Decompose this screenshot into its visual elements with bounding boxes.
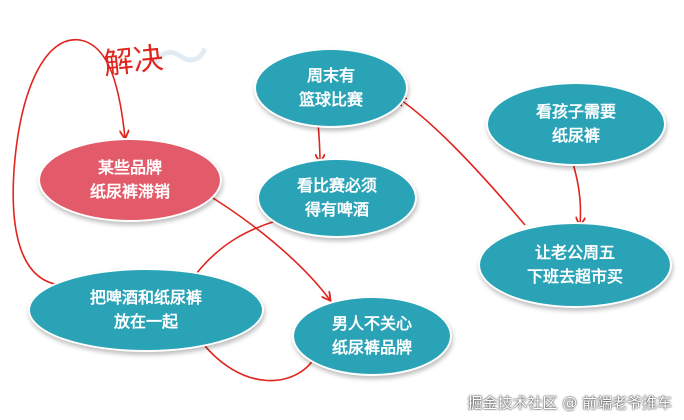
node-diaper-slow-line2: 纸尿裤滞销 bbox=[89, 182, 170, 201]
node-men-indifferent: 男人不关心 纸尿裤品牌 bbox=[292, 296, 452, 376]
node-watch-beer: 看比赛必须 得有啤酒 bbox=[257, 158, 417, 238]
node-weekend-game: 周末有 篮球比赛 bbox=[254, 48, 408, 128]
node-kids-diapers-line2: 纸尿裤 bbox=[551, 126, 600, 145]
arrow-husband-to-weekend bbox=[398, 98, 526, 226]
node-weekend-game-line1: 周末有 bbox=[306, 66, 355, 85]
node-kids-diapers: 看孩子需要 纸尿裤 bbox=[486, 82, 666, 166]
node-diaper-slow: 某些品牌 纸尿裤滞销 bbox=[38, 138, 222, 222]
arrow-diaper-to-men bbox=[199, 189, 330, 300]
node-diaper-slow-line1: 某些品牌 bbox=[97, 158, 162, 177]
node-watch-beer-line1: 看比赛必须 bbox=[296, 176, 377, 195]
node-kids-diapers-line1: 看孩子需要 bbox=[535, 102, 616, 121]
node-watch-beer-line2: 得有啤酒 bbox=[304, 200, 369, 219]
arrow-men-to-together bbox=[198, 337, 319, 382]
arrow-weekend-to-beer bbox=[318, 121, 320, 162]
node-put-together-line1: 把啤酒和纸尿裤 bbox=[89, 288, 202, 307]
node-weekend-game-line2: 篮球比赛 bbox=[298, 90, 363, 109]
arrow-together-to-diaper bbox=[12, 39, 125, 286]
footer-watermark: 掘金技术社区 @ 前端老爷推车 bbox=[467, 394, 672, 412]
node-husband-buys: 让老公周五 下班去超市买 bbox=[478, 222, 672, 308]
node-put-together-line2: 放在一起 bbox=[113, 312, 178, 331]
node-put-together: 把啤酒和纸尿裤 放在一起 bbox=[28, 268, 264, 352]
node-husband-buys-line2: 下班去超市买 bbox=[526, 267, 623, 286]
node-men-indifferent-line2: 纸尿裤品牌 bbox=[331, 338, 412, 357]
arrow-kids-to-husband bbox=[571, 159, 581, 225]
node-men-indifferent-line1: 男人不关心 bbox=[331, 314, 412, 333]
handwritten-note: 解决 bbox=[101, 40, 166, 83]
node-husband-buys-line1: 让老公周五 bbox=[534, 243, 615, 262]
